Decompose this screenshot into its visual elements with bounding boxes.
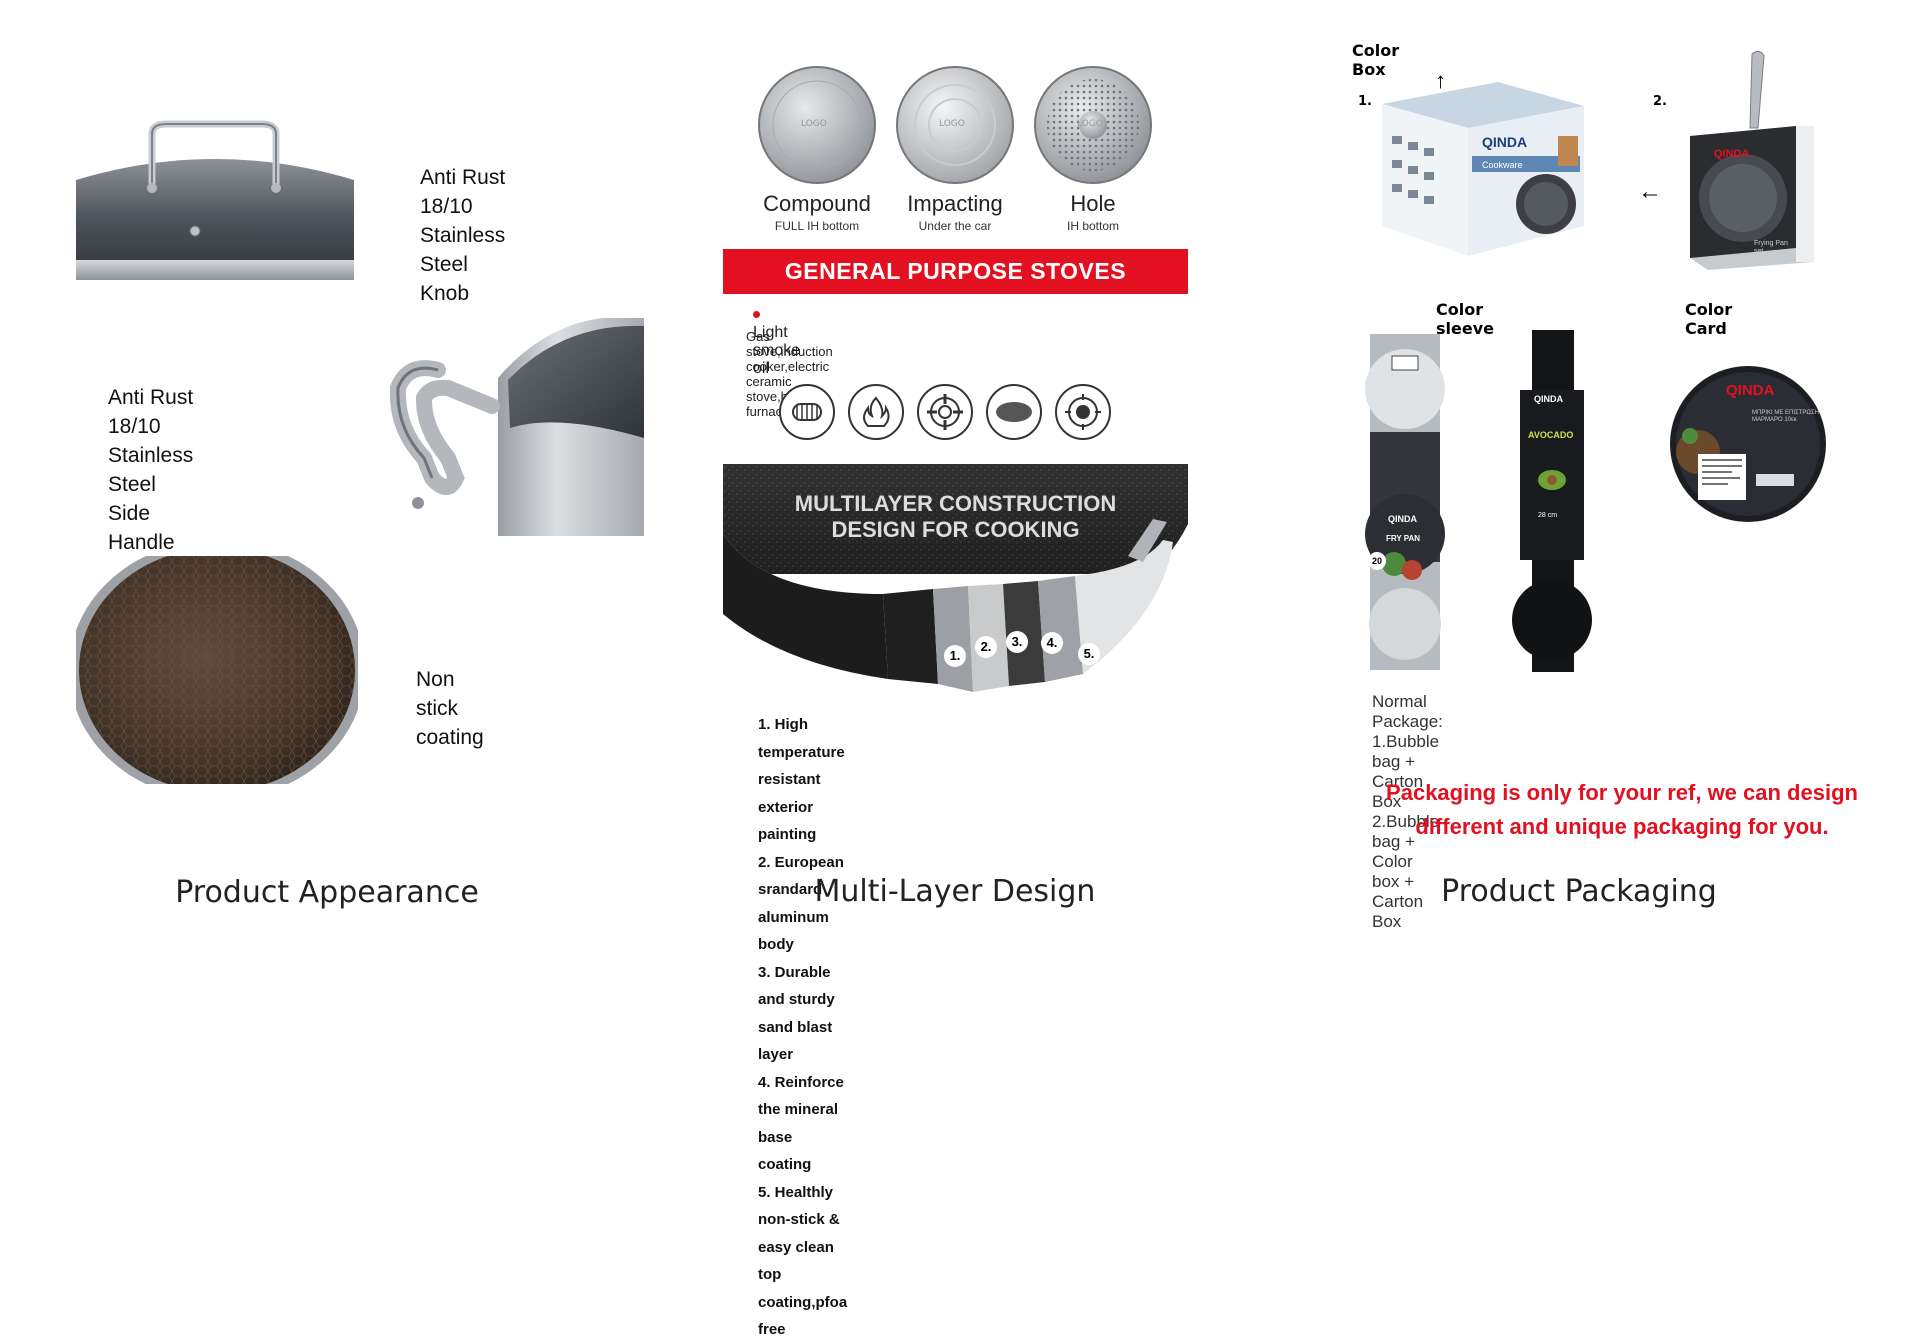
color-box-image: QINDA Cookware xyxy=(1378,76,1586,258)
normal-package-title: Normal Package: xyxy=(1372,692,1443,731)
color-card-image: QINDA ΜΠΡΙΚΙ ΜΕ ΕΠΙΣΤΡΩΣΗ ΜΑΡΜΑΡΟ 10εκ xyxy=(1668,364,1828,524)
box-number-2: 2. xyxy=(1653,94,1667,109)
packaging-note-line1: Packaging is only for your ref, we can d… xyxy=(1386,780,1858,805)
color-sleeve-2-image: QINDA AVOCADO 28 cm xyxy=(1510,330,1594,672)
light-smoke-text: Light smoke oil xyxy=(753,324,801,377)
coating-feature-label: Non stick coating xyxy=(416,668,484,749)
box2-caption-line1: Frying Pan xyxy=(1754,240,1788,247)
packaging-note: Packaging is only for your ref, we can d… xyxy=(1352,776,1892,844)
normal-package-option-2: 2.Bubble bag + Color box + Carton Box xyxy=(1372,812,1440,931)
box2-brand: QINDA xyxy=(1714,148,1750,160)
layer-item-4: 4. Reinforce the mineral base coating xyxy=(758,1073,844,1174)
hot-plate-icon xyxy=(1055,384,1111,440)
red-bullet-icon xyxy=(753,311,760,319)
disc-compound: LOGO xyxy=(757,65,877,190)
normal-package-option-1: 1.Bubble bag + Carton Box xyxy=(1372,732,1440,811)
ceramic-plate-icon xyxy=(986,384,1042,440)
arrow-up-icon: ↑ xyxy=(1435,68,1446,93)
layer-item-5: 5. Healthly non-stick & easy clean top c… xyxy=(758,1183,848,1339)
layer-marker-5: 5. xyxy=(1078,643,1100,665)
stove-types-text: Gas stove,induction cooker,electric cera… xyxy=(746,329,833,419)
normal-package-block: Normal Package: 1.Bubble bag + Carton Bo… xyxy=(1372,692,1443,932)
flame-icon xyxy=(848,384,904,440)
box-cookware-text: Cookware xyxy=(1482,160,1523,170)
sleeve1-product: FRY PAN xyxy=(1386,534,1421,543)
compound-name: Compound xyxy=(763,191,871,216)
compound-label: Compound FULL IH bottom xyxy=(747,191,887,233)
layer-marker-1: 1. xyxy=(944,645,966,667)
construction-headline-line2: DESIGN FOR COOKING xyxy=(831,517,1080,542)
color-card-label: Color Card xyxy=(1685,300,1733,338)
handle-feature-label: Anti Rust 18/10 Stainless Steel Side Han… xyxy=(108,383,193,557)
packaging-note-line2: different and unique packaging for you. xyxy=(1415,814,1829,839)
sleeve1-size: 20 xyxy=(1368,552,1386,570)
box2-caption: Frying Pan set xyxy=(1754,240,1788,256)
sleeve2-product: AVOCADO xyxy=(1528,430,1574,440)
compound-sub: FULL IH bottom xyxy=(774,219,860,233)
card-subtitle-line1: ΜΠΡΙΚΙ ΜΕ ΕΠΙΣΤΡΩΣΗ xyxy=(1752,410,1819,416)
arrow-left-icon: ← xyxy=(1638,178,1662,205)
multilayer-cutaway-image: MULTILAYER CONSTRUCTION DESIGN FOR COOKI… xyxy=(723,464,1188,694)
appearance-section-title: Product Appearance xyxy=(175,875,479,910)
card-brand: QINDA xyxy=(1726,382,1775,399)
color-box-2-image: QINDA Frying Pan set xyxy=(1688,48,1818,270)
disc-hole-logo: LOGO xyxy=(1077,119,1103,129)
hole-name: Hole xyxy=(1070,191,1116,216)
disc-hole: LOGO xyxy=(1033,65,1153,190)
hole-sub: IH bottom xyxy=(1066,219,1120,233)
disc-impacting: LOGO xyxy=(895,65,1015,190)
card-subtitle: ΜΠΡΙΚΙ ΜΕ ΕΠΙΣΤΡΩΣΗ ΜΑΡΜΑΡΟ 10εκ xyxy=(1752,410,1819,424)
handle-feature-line1: Anti Rust 18/10 xyxy=(108,386,194,438)
lid-knob-photo xyxy=(76,118,354,280)
sleeve2-size: 28 cm xyxy=(1538,512,1558,519)
impacting-name: Impacting xyxy=(907,191,1003,216)
packaging-section-title: Product Packaging xyxy=(1441,874,1717,909)
knob-feature-label: Anti Rust 18/10 Stainless Steel Knob xyxy=(420,163,505,308)
side-handle-photo xyxy=(388,318,644,536)
color-sleeve-label: Color sleeve xyxy=(1436,300,1494,338)
layer-item-3: 3. Durable and sturdy sand blast layer xyxy=(758,963,835,1064)
hole-label: Hole IH bottom xyxy=(1023,191,1163,233)
induction-coil-icon xyxy=(779,384,835,440)
layer-marker-4: 4. xyxy=(1041,632,1063,654)
layer-list: 1. High temperature resistant exterior p… xyxy=(758,711,847,1344)
construction-headline-line1: MULTILAYER CONSTRUCTION xyxy=(794,491,1117,516)
handle-feature-line2: Stainless Steel Side Handle xyxy=(108,444,194,554)
box-brand: QINDA xyxy=(1482,134,1528,150)
box2-caption-line2: set xyxy=(1754,248,1764,255)
nonstick-pan-photo xyxy=(76,556,358,784)
knob-feature-line1: Anti Rust 18/10 xyxy=(420,166,506,218)
sleeve2-brand: QINDA xyxy=(1534,394,1563,404)
disc-impacting-logo: LOGO xyxy=(939,119,965,129)
impacting-sub: Under the car xyxy=(918,219,992,233)
sleeve1-brand: QINDA xyxy=(1388,514,1417,524)
box-number-1: 1. xyxy=(1358,94,1372,109)
knob-feature-line2: Stainless Steel Knob xyxy=(420,224,506,305)
multilayer-section-title: Multi-Layer Design xyxy=(814,874,1096,909)
disc-compound-logo: LOGO xyxy=(801,119,827,129)
gas-burner-icon xyxy=(917,384,973,440)
construction-headline: MULTILAYER CONSTRUCTION DESIGN FOR COOKI… xyxy=(723,491,1188,543)
stoves-banner: GENERAL PURPOSE STOVES xyxy=(723,249,1188,294)
light-smoke-bullet: Light smoke oil xyxy=(753,306,800,378)
color-sleeve-1-image: QINDA FRY PAN 20 xyxy=(1362,334,1448,670)
layer-item-1: 1. High temperature resistant exterior p… xyxy=(758,716,845,843)
layer-marker-2: 2. xyxy=(975,636,997,658)
layer-marker-3: 3. xyxy=(1006,631,1028,653)
color-box-label: Color Box xyxy=(1352,41,1400,79)
card-subtitle-line2: ΜΑΡΜΑΡΟ 10εκ xyxy=(1752,417,1797,423)
impacting-label: Impacting Under the car xyxy=(885,191,1025,233)
